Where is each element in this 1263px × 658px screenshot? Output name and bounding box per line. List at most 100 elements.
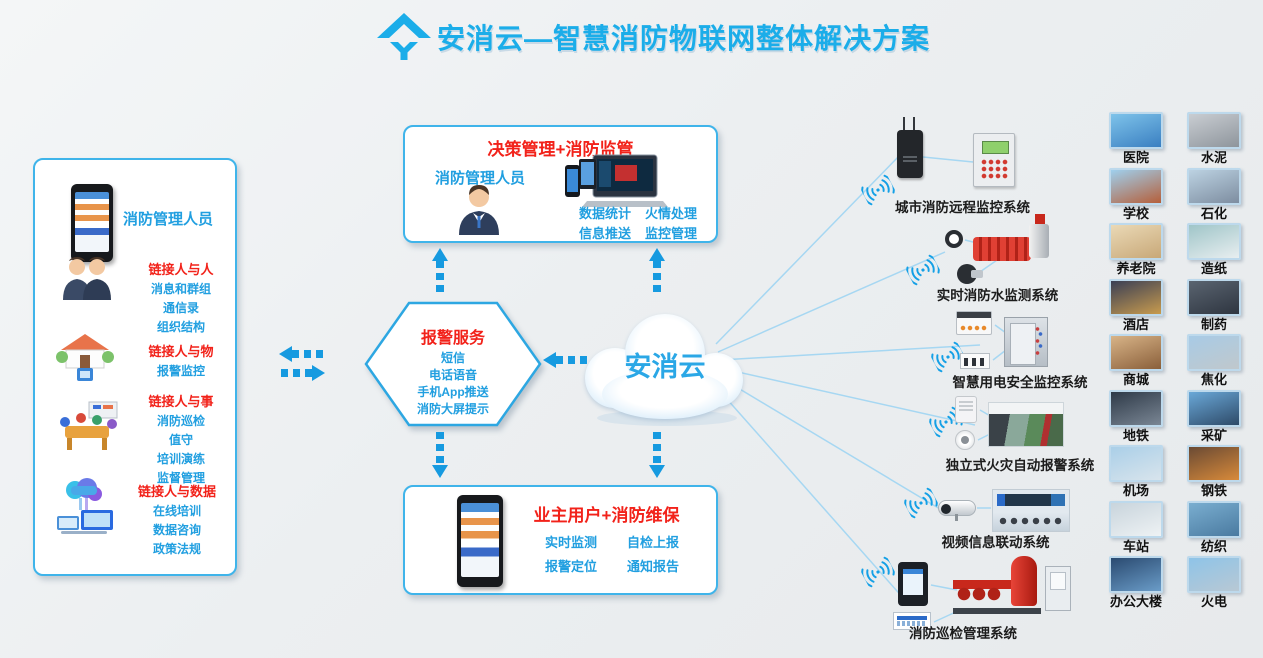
industry-label: 医院 bbox=[1122, 150, 1149, 165]
link-section-item: 值守 bbox=[168, 433, 193, 447]
industry-label: 采矿 bbox=[1200, 427, 1227, 443]
link-section-item: 消息和群组 bbox=[150, 282, 211, 296]
link-section-item: 报警监控 bbox=[156, 364, 205, 378]
smartphone-graphic bbox=[71, 184, 113, 262]
ceiling-detector-photo bbox=[988, 402, 1064, 447]
system-video-linkage: 视频信息联动系统 bbox=[898, 483, 1093, 550]
industry-item: 钢铁 bbox=[1175, 445, 1253, 501]
industry-item: 医院 bbox=[1097, 112, 1175, 168]
decision-box-title: 决策管理+消防监管 bbox=[487, 140, 634, 159]
industry-photo bbox=[1109, 556, 1163, 593]
industry-label: 酒店 bbox=[1122, 316, 1149, 332]
system-label: 视频信息联动系统 bbox=[941, 535, 1050, 550]
smoke-detector-device bbox=[955, 430, 975, 450]
owner-items-right: 自检上报 通知报告 bbox=[626, 535, 679, 574]
flow-arrow-left-icon bbox=[279, 346, 325, 362]
industry-photo bbox=[1109, 278, 1163, 316]
link-section-item: 培训演练 bbox=[156, 452, 205, 466]
industry-label: 地铁 bbox=[1122, 427, 1149, 443]
cloud-label: 安消云 bbox=[625, 352, 706, 382]
industry-item: 制药 bbox=[1175, 278, 1253, 335]
flow-arrow-right-icon bbox=[279, 365, 325, 381]
industry-label: 商城 bbox=[1122, 372, 1149, 387]
industry-label: 机场 bbox=[1122, 483, 1149, 498]
industry-photo bbox=[1187, 112, 1241, 149]
system-urban-remote-monitoring: 城市消防远程监控系统 bbox=[855, 116, 1070, 215]
smartphone-graphic bbox=[457, 495, 503, 587]
system-label: 实时消防水监测系统 bbox=[936, 288, 1059, 303]
industry-item: 养老院 bbox=[1097, 223, 1175, 279]
flow-arrow-up-icon bbox=[649, 248, 665, 296]
industry-item: 采矿 bbox=[1175, 389, 1253, 446]
industry-item: 地铁 bbox=[1097, 389, 1175, 446]
industry-item: 学校 bbox=[1097, 167, 1175, 224]
system-fire-water-monitoring: 实时消防水监测系统 bbox=[905, 214, 1090, 303]
water-pressure-sensor-device bbox=[945, 230, 963, 248]
system-smart-electrical-safety: 智慧用电安全监控系统 bbox=[930, 305, 1110, 390]
alarm-service-title: 报警服务 bbox=[420, 330, 485, 347]
management-role-label: 消防管理人员 bbox=[123, 211, 214, 228]
industry-photo bbox=[1109, 167, 1163, 205]
control-room-photo bbox=[992, 489, 1070, 532]
link-section-item: 组织结构 bbox=[156, 320, 205, 334]
industry-label: 火电 bbox=[1200, 594, 1227, 609]
industry-item: 酒店 bbox=[1097, 278, 1175, 335]
industry-label: 养老院 bbox=[1116, 261, 1156, 276]
link-section-item: 监督管理 bbox=[156, 471, 205, 485]
system-fire-inspection: 消防巡检管理系统 bbox=[853, 550, 1073, 642]
industry-photo bbox=[1109, 112, 1163, 149]
decision-box-subtitle: 消防管理人员 bbox=[435, 170, 526, 187]
link-section: 链接人与数据在线培训数据咨询政策法规 bbox=[121, 482, 233, 559]
industry-label: 焦化 bbox=[1200, 372, 1227, 387]
industry-label: 石化 bbox=[1200, 205, 1227, 221]
industry-item: 商城 bbox=[1097, 334, 1175, 390]
wifi-signal-icon bbox=[906, 254, 940, 286]
alarm-service-items: 短信 电话语音 手机App推送 消防大屏提示 bbox=[416, 351, 489, 416]
house-icon bbox=[53, 330, 117, 389]
owner-items-left: 实时监测 报警定位 bbox=[544, 535, 597, 574]
link-section-item: 政策法规 bbox=[152, 542, 201, 556]
smoke-detector-device bbox=[955, 396, 977, 423]
system-label: 独立式火灾自动报警系统 bbox=[945, 458, 1095, 473]
link-section-title: 链接人与物 bbox=[148, 344, 214, 359]
link-section-title: 链接人与人 bbox=[148, 262, 214, 277]
management-panel: 消防管理人员 链接人与人消息和群组通信录组织结构链接人与物报警监控链接人与事消防… bbox=[33, 158, 237, 576]
people-icon bbox=[61, 256, 113, 305]
industry-item: 车站 bbox=[1097, 500, 1175, 557]
industry-photo bbox=[1187, 389, 1241, 427]
meeting-icon bbox=[55, 400, 121, 461]
industry-label: 水泥 bbox=[1200, 150, 1227, 165]
flow-arrow-down-icon bbox=[649, 430, 665, 478]
cloud-platform: 安消云 bbox=[570, 292, 760, 432]
wifi-signal-icon bbox=[904, 487, 938, 519]
nfc-tag-card bbox=[893, 612, 931, 630]
power-cabinet-device bbox=[1045, 566, 1071, 611]
industry-photo bbox=[1109, 223, 1163, 260]
owner-box-title: 业主用户+消防维保 bbox=[533, 506, 680, 525]
industry-item: 纺织 bbox=[1175, 500, 1253, 557]
fire-tank-pump-device bbox=[953, 556, 1043, 614]
industry-label: 制药 bbox=[1200, 316, 1227, 332]
link-section: 链接人与事消防巡检值守培训演练监督管理 bbox=[125, 392, 237, 488]
anxiao-cloud-logo-icon bbox=[377, 13, 431, 65]
industry-item: 机场 bbox=[1097, 445, 1175, 501]
industry-item: 办公大楼 bbox=[1097, 556, 1175, 612]
industry-label: 车站 bbox=[1122, 538, 1149, 554]
wifi-signal-icon bbox=[861, 174, 895, 206]
system-label: 消防巡检管理系统 bbox=[909, 626, 1017, 641]
industry-item: 造纸 bbox=[1175, 223, 1253, 279]
inspection-handheld-device bbox=[898, 562, 928, 606]
owner-maintenance-box: 业主用户+消防维保 实时监测 报警定位 自检上报 通知报告 bbox=[403, 485, 718, 595]
link-section: 链接人与人消息和群组通信录组织结构 bbox=[125, 260, 237, 337]
system-label: 智慧用电安全监控系统 bbox=[952, 375, 1088, 390]
cctv-camera-device bbox=[938, 500, 976, 521]
data-icon bbox=[51, 478, 117, 541]
decision-management-box: 决策管理+消防监管 消防管理人员 bbox=[403, 125, 718, 243]
industry-label: 学校 bbox=[1122, 205, 1149, 221]
link-section-item: 通信录 bbox=[162, 301, 199, 315]
industry-label: 纺织 bbox=[1200, 538, 1227, 554]
wifi-signal-icon bbox=[861, 556, 895, 588]
decision-items-left: 数据统计 信息推送 bbox=[578, 206, 631, 241]
